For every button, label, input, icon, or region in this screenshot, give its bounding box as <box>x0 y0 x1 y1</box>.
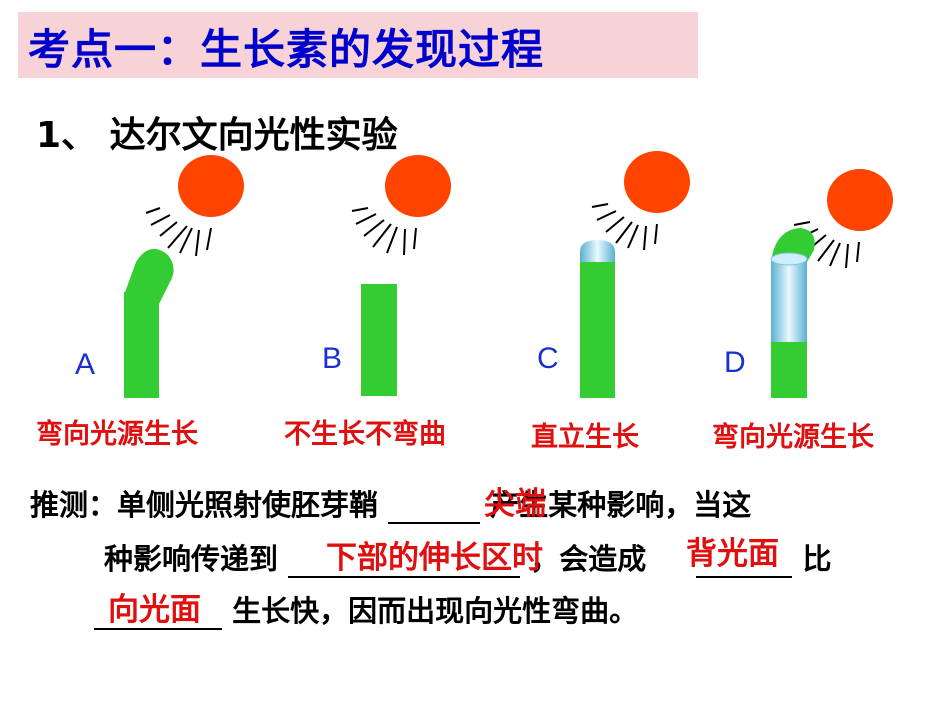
answer-light-side: 向光面 <box>108 592 201 628</box>
sleeve-rim-d <box>770 252 808 266</box>
coleoptile-stem-b <box>361 284 397 396</box>
panel-label-d: D <box>724 346 746 379</box>
coleoptile-tip-a <box>124 248 174 306</box>
answer-lower-part: 下部的伸长区时 <box>326 540 543 576</box>
panel-label-b: B <box>322 342 343 375</box>
panel-d <box>770 169 893 398</box>
opaque-cap-c <box>580 240 615 262</box>
inference-line3-suffix: 生长快，因而出现向光性弯曲。 <box>232 594 639 628</box>
inference-line-1: 推测：单侧光照射使胚芽鞘 产生某种影响，当这 <box>30 482 751 524</box>
answer-back-side: 背光面 <box>686 536 779 572</box>
caption-c: 直立生长 <box>531 422 639 453</box>
sun-a <box>178 155 244 217</box>
light-rays-c <box>591 203 658 251</box>
caption-a: 弯向光源生长 <box>36 419 198 450</box>
inference-line2-suffix: 比 <box>802 542 832 576</box>
blank-back-side <box>696 544 793 578</box>
panel-label-a: A <box>75 348 96 381</box>
blank-light-side <box>94 596 222 630</box>
title-banner <box>18 12 698 78</box>
inference-line-3: 生长快，因而出现向光性弯曲。 <box>94 588 638 630</box>
sun-c <box>624 151 690 213</box>
coleoptile-stem-d <box>771 335 807 398</box>
inference-line2-mid: ，会造成 <box>530 542 647 576</box>
panel-b <box>351 155 451 396</box>
panel-label-c: C <box>537 342 559 375</box>
caption-d: 弯向光源生长 <box>712 422 874 453</box>
inference-line-2: 种影响传递到 ，会造成 比 <box>104 536 831 578</box>
light-rays-b <box>351 207 417 256</box>
inference-line2-prefix: 种影响传递到 <box>104 542 279 576</box>
light-rays-a <box>145 207 212 257</box>
inference-line1-prefix: 推测：单侧光照射使胚芽鞘 <box>30 488 379 522</box>
sun-b <box>385 155 451 217</box>
transparent-sleeve-d <box>771 258 807 342</box>
sun-d <box>827 169 893 231</box>
answer-tip: 尖端 <box>484 486 546 522</box>
blank-tip <box>388 490 481 524</box>
panel-c <box>580 151 690 398</box>
panel-a <box>124 155 244 398</box>
page-title: 考点一：生长素的发现过程 <box>28 25 545 74</box>
inference-line1-suffix: 产生某种影响，当这 <box>490 488 752 522</box>
caption-b: 不生长不弯曲 <box>284 419 446 450</box>
coleoptile-stem-c <box>580 258 615 398</box>
coleoptile-stem-a <box>124 292 159 398</box>
experiment-heading: 1、 达尔文向光性实验 <box>36 115 398 156</box>
blank-lower-part <box>288 544 521 578</box>
